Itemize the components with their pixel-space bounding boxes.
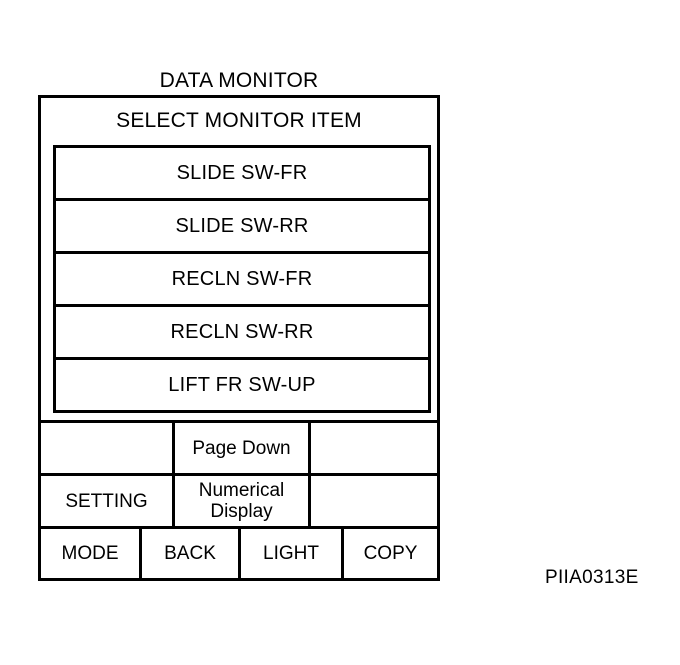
screen-header-select-monitor-item: SELECT MONITOR ITEM [116,108,362,132]
soft-key-empty-3[interactable] [311,476,437,526]
soft-key-row-2: SETTING Numerical Display [41,476,437,529]
soft-key-numerical-display[interactable]: Numerical Display [175,476,311,526]
soft-key-row-1: Page Down [41,423,437,476]
monitor-item-list: SLIDE SW-FR SLIDE SW-RR RECLN SW-FR RECL… [53,145,431,413]
soft-key-empty-1[interactable] [41,423,175,473]
list-item[interactable]: LIFT FR SW-UP [56,360,428,410]
soft-key-numerical-display-line2: Display [210,501,273,522]
soft-key-empty-2[interactable] [311,423,437,473]
soft-key-numerical-display-line1: Numerical [198,480,285,501]
scan-tool-screen: SELECT MONITOR ITEM SLIDE SW-FR SLIDE SW… [38,95,440,581]
soft-key-page-down[interactable]: Page Down [175,423,311,473]
list-item[interactable]: RECLN SW-RR [56,307,428,360]
figure-reference-code: PIIA0313E [545,567,639,588]
figure-title: DATA MONITOR [159,69,319,92]
hard-key-copy[interactable]: COPY [344,529,437,578]
hard-key-mode[interactable]: MODE [41,529,142,578]
list-item[interactable]: SLIDE SW-FR [56,148,428,201]
hard-key-row: MODE BACK LIGHT COPY [41,529,437,578]
list-item[interactable]: SLIDE SW-RR [56,201,428,254]
hard-key-back[interactable]: BACK [142,529,241,578]
key-grid: Page Down SETTING Numerical Display MODE… [41,420,437,578]
list-item[interactable]: RECLN SW-FR [56,254,428,307]
soft-key-setting[interactable]: SETTING [41,476,175,526]
hard-key-light[interactable]: LIGHT [241,529,344,578]
